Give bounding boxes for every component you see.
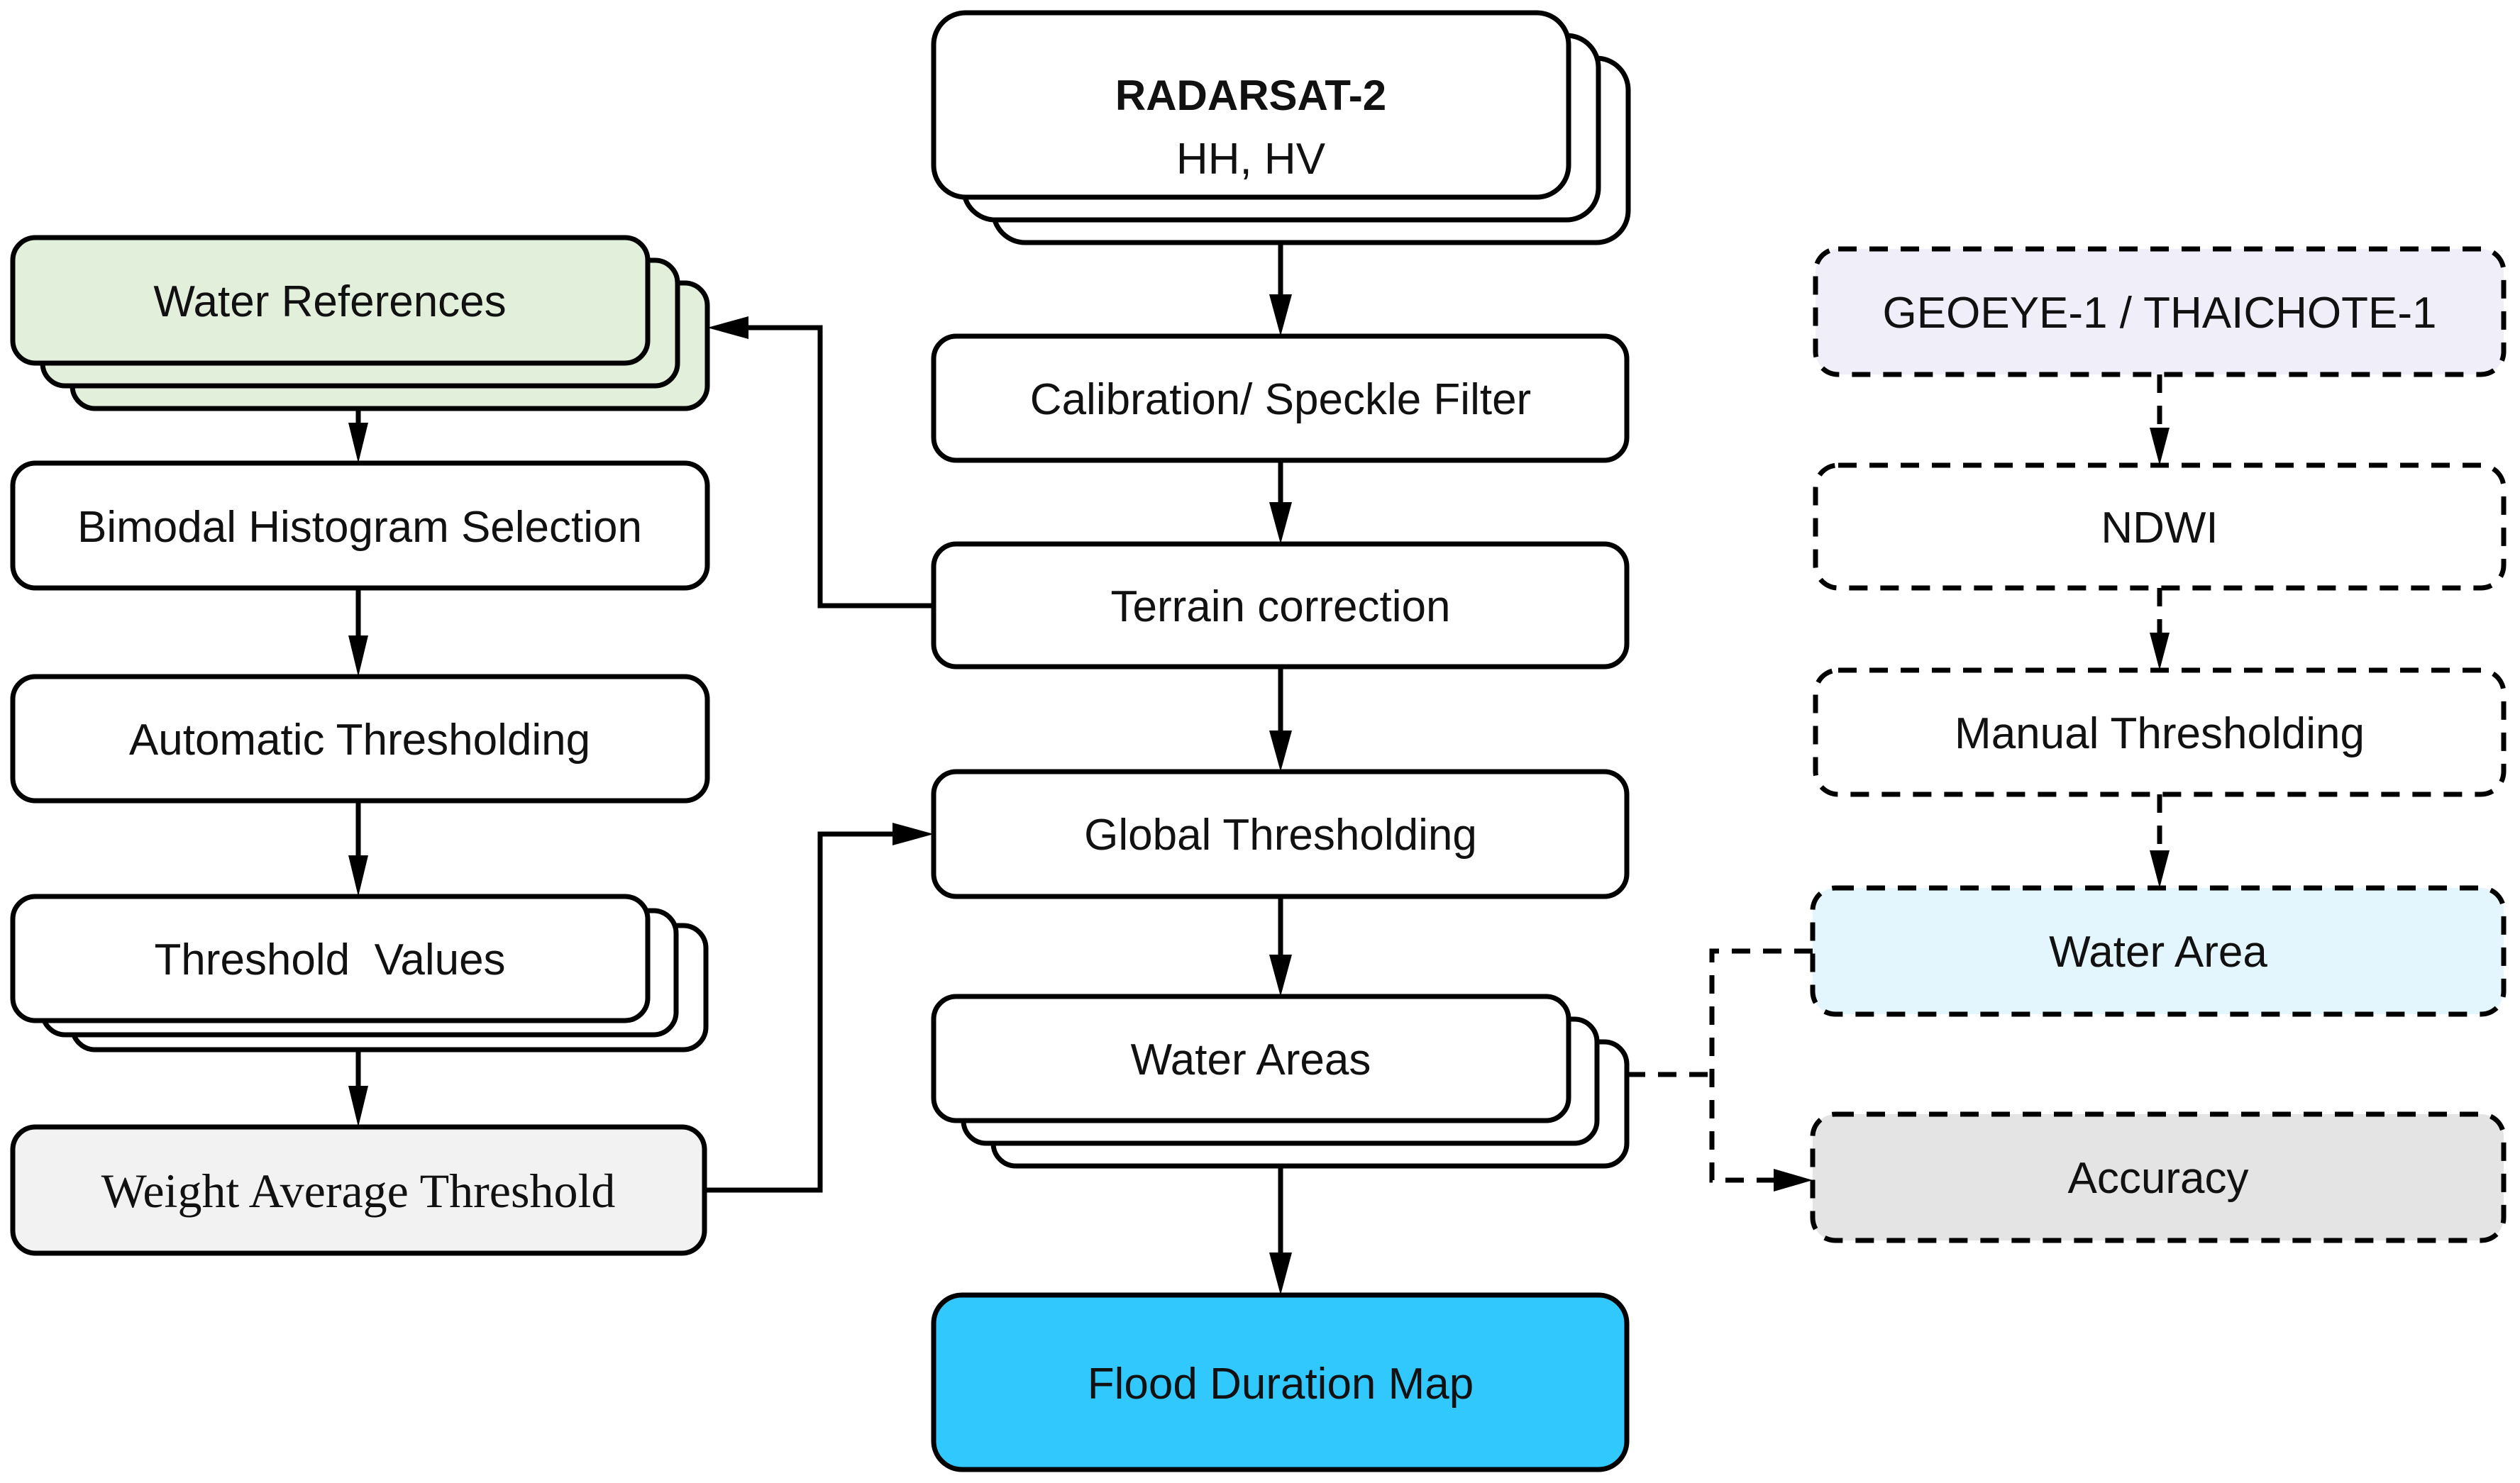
node-box: [1813, 667, 2507, 797]
edge-water-area-accuracy: [1709, 948, 1813, 1183]
node-subtitle: HH, HV: [1176, 135, 1326, 184]
node-weight-average-threshold[interactable]: Weight Average Threshold: [10, 1124, 707, 1256]
node-ndwi[interactable]: NDWI: [1813, 462, 2507, 591]
node-box: [931, 994, 1571, 1123]
node-label: Water References: [153, 277, 506, 326]
node-label: Threshold Values: [154, 935, 505, 984]
arrowhead-icon: [892, 823, 934, 845]
node-accuracy[interactable]: Accuracy: [1810, 1111, 2507, 1243]
node-label: Automatic Thresholding: [129, 716, 590, 765]
node-box: [10, 235, 651, 366]
node-box: [931, 1292, 1630, 1472]
node-box: [931, 333, 1630, 463]
node-label: Global Thresholding: [1084, 811, 1477, 860]
node-label: Accuracy: [2068, 1154, 2249, 1203]
node-threshold-values[interactable]: Threshold Values: [10, 894, 709, 1052]
arrowhead-icon: [1269, 1253, 1292, 1295]
node-label: Calibration/ Speckle Filter: [1030, 375, 1531, 424]
node-label: Terrain correction: [1111, 582, 1451, 631]
node-label: Manual Thresholding: [1955, 709, 2365, 758]
node-box: [10, 460, 710, 591]
node-box: [931, 541, 1630, 670]
node-calibration[interactable]: Calibration/ Speckle Filter: [931, 333, 1630, 463]
arrowhead-icon: [707, 316, 748, 339]
node-label: Bimodal Histogram Selection: [77, 503, 642, 552]
node-water-areas[interactable]: Water Areas: [931, 994, 1630, 1169]
node-water-references[interactable]: Water References: [10, 235, 710, 411]
node-box: [10, 1124, 707, 1256]
node-label: NDWI: [2101, 504, 2218, 552]
dashed-connectors: [1627, 374, 2170, 1192]
node-automatic-thresholding[interactable]: Automatic Thresholding: [10, 674, 710, 804]
arrowhead-icon: [348, 1086, 368, 1127]
node-box: [1813, 462, 2507, 591]
node-label: Water Areas: [1131, 1035, 1371, 1084]
node-box: [10, 894, 651, 1023]
node-box: [1810, 885, 2507, 1017]
node-title: RADARSAT-2: [1115, 72, 1386, 119]
arrowhead-icon: [1774, 1169, 1813, 1192]
node-label: Water Area: [2049, 928, 2267, 977]
edge-weight-global: [704, 831, 895, 1193]
node-terrain-correction[interactable]: Terrain correction: [931, 541, 1630, 670]
arrowhead-icon: [1269, 502, 1292, 544]
node-box: [10, 674, 710, 804]
arrowhead-icon: [2150, 428, 2170, 465]
node-label: GEOEYE-1 / THAICHOTE-1: [1883, 289, 2437, 338]
arrowhead-icon: [1269, 294, 1292, 336]
node-radarsat-2[interactable]: RADARSAT-2 HH, HV: [931, 10, 1631, 245]
node-water-area[interactable]: Water Area: [1810, 885, 2507, 1017]
node-geoeye-thaichote[interactable]: GEOEYE-1 / THAICHOTE-1: [1813, 246, 2507, 377]
node-global-thresholding[interactable]: Global Thresholding: [931, 769, 1630, 899]
arrowhead-icon: [1269, 955, 1292, 996]
arrowhead-icon: [348, 855, 368, 896]
node-box: [1810, 1111, 2507, 1243]
node-flood-duration-map[interactable]: Flood Duration Map: [931, 1292, 1630, 1472]
arrowhead-icon: [2150, 850, 2170, 888]
arrowhead-icon: [2150, 633, 2170, 670]
node-box: [931, 769, 1630, 899]
connectors: [348, 245, 1292, 1295]
node-box: [931, 10, 1571, 200]
arrowhead-icon: [348, 423, 368, 463]
node-label: Weight Average Threshold: [101, 1164, 616, 1218]
arrowhead-icon: [348, 635, 368, 677]
node-label: Flood Duration Map: [1088, 1360, 1474, 1409]
edge-terrain-water-references: [745, 325, 934, 609]
node-bimodal-histogram-selection[interactable]: Bimodal Histogram Selection: [10, 460, 710, 591]
node-box: [1813, 246, 2507, 377]
node-manual-thresholding[interactable]: Manual Thresholding: [1813, 667, 2507, 797]
arrowhead-icon: [1269, 731, 1292, 772]
